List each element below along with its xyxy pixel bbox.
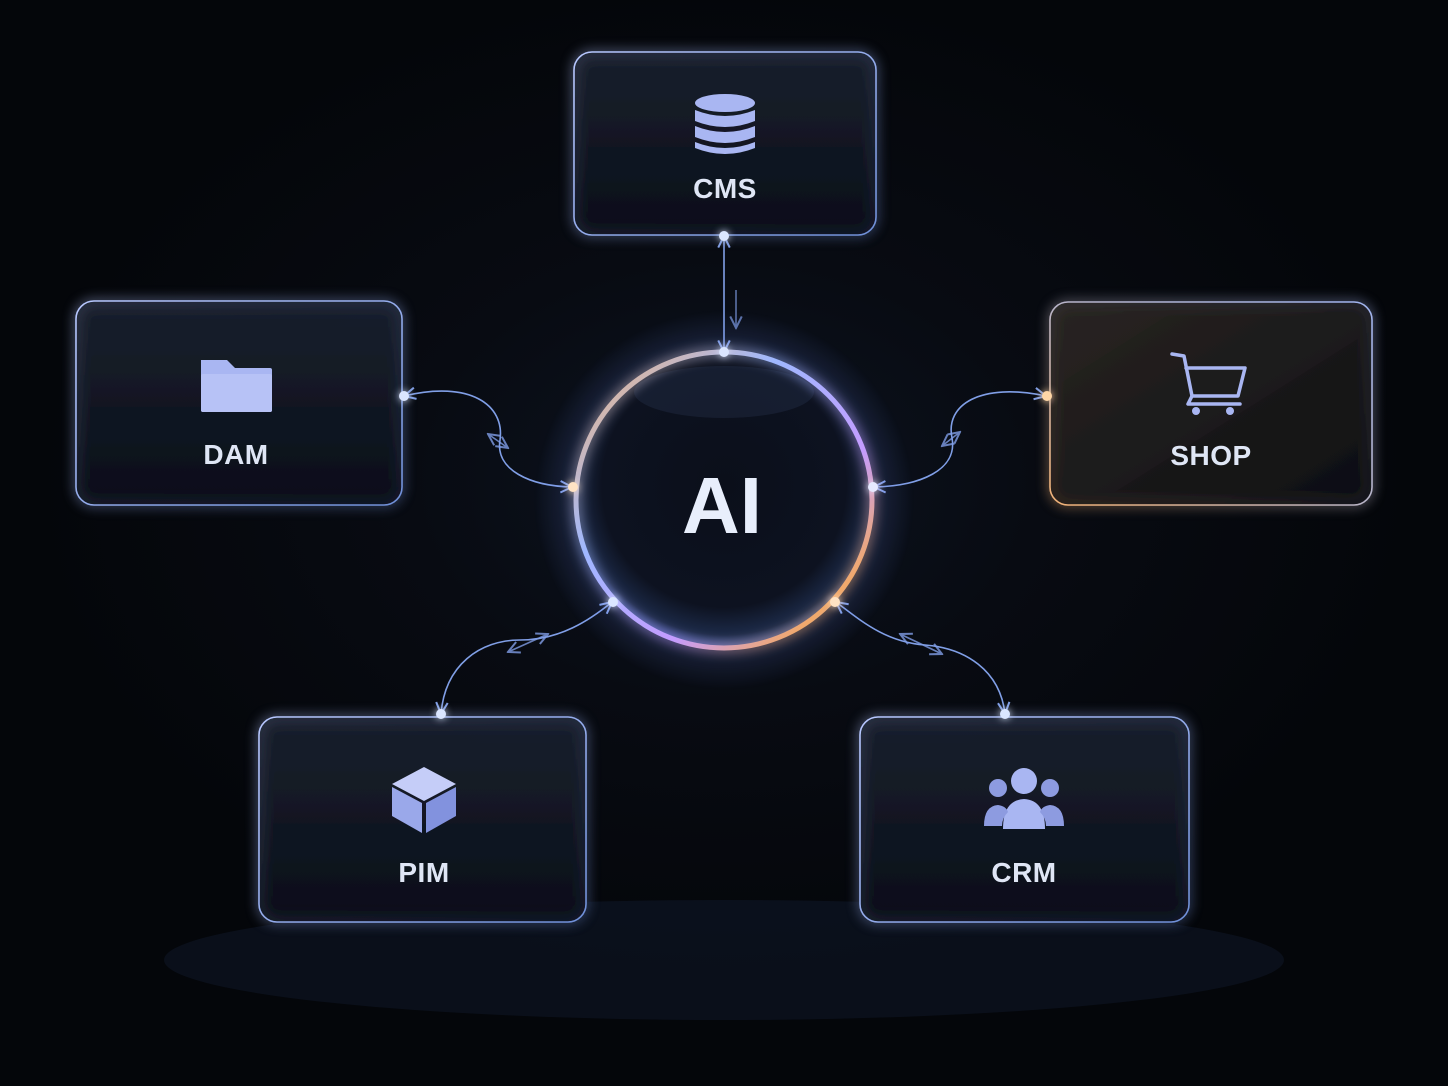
card-pim	[258, 716, 587, 923]
node-cms[interactable]: CMS	[573, 51, 877, 236]
node-crm[interactable]: CRM	[859, 716, 1190, 923]
dot-pim-card	[436, 709, 446, 719]
dot-pim-hub	[608, 597, 618, 607]
users-group-icon	[984, 768, 1064, 829]
connection-dots	[399, 231, 1052, 719]
dot-cms-hub	[719, 347, 729, 357]
cube-icon	[392, 767, 456, 833]
dot-shop-card	[1042, 391, 1052, 401]
dot-crm-hub	[830, 597, 840, 607]
ai-hub-highlight	[634, 366, 814, 418]
connector-shop-mid	[942, 432, 960, 446]
ai-label: AI	[682, 461, 762, 550]
connector-pim-mid	[508, 634, 548, 652]
database-icon	[695, 94, 755, 154]
dot-shop-hub	[868, 482, 878, 492]
ai-hub-sphere	[576, 352, 872, 648]
dot-dam-hub	[568, 482, 578, 492]
card-cms	[573, 51, 877, 236]
ai-hub[interactable]: AI	[534, 310, 914, 690]
node-dam[interactable]: DAM	[75, 300, 403, 506]
dam-label: DAM	[203, 439, 268, 470]
node-pim[interactable]: PIM	[258, 716, 587, 923]
dot-crm-card	[1000, 709, 1010, 719]
shopping-cart-icon	[1170, 352, 1247, 415]
shop-label: SHOP	[1170, 440, 1251, 471]
node-shop[interactable]: SHOP	[1049, 301, 1373, 506]
dot-cms-card	[719, 231, 729, 241]
cms-label: CMS	[693, 173, 757, 204]
folder-icon	[201, 360, 272, 412]
dot-dam-card	[399, 391, 409, 401]
connector-dam-mid	[488, 434, 508, 448]
crm-label: CRM	[991, 857, 1056, 888]
connector-crm-mid	[900, 634, 942, 654]
floor-glow	[164, 900, 1284, 1020]
pim-label: PIM	[398, 857, 449, 888]
